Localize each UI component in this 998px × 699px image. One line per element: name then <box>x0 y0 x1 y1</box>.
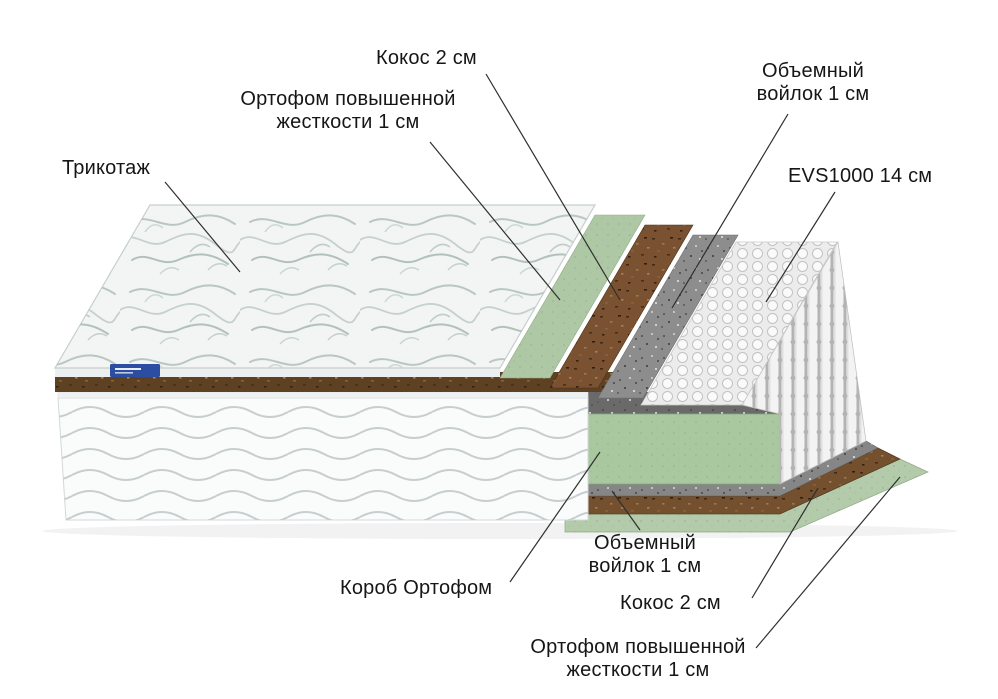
leader-springs <box>765 191 836 303</box>
layer-foam-box-texture <box>588 414 780 484</box>
layer-orthofoam-top-texture <box>500 215 645 378</box>
quilted-box-texture <box>58 398 588 520</box>
ground-shadow <box>42 523 958 539</box>
label-trikotazh: Трикотаж <box>62 157 151 179</box>
leader-trikotazh <box>164 181 241 273</box>
label-felt-bottom: Объемный войлок 1 см <box>588 532 702 577</box>
box-piping <box>57 391 589 399</box>
layer-felt-bottom-texture <box>588 441 878 496</box>
layer-coconut-top-texture <box>550 225 693 388</box>
leader-felt-bottom <box>611 490 641 531</box>
label-orthofoam-bottom: Ортофом повышенной жесткости 1 см <box>530 636 746 681</box>
leader-coconut-top <box>485 73 621 301</box>
layer-felt-top-texture <box>598 235 738 398</box>
leader-orthofoam-top <box>429 141 561 301</box>
leader-coconut-bottom <box>751 487 819 599</box>
leader-foam-box <box>509 451 601 583</box>
label-springs: EVS1000 14 см <box>788 165 933 187</box>
layer-orthofoam-bottom-texture <box>565 459 928 532</box>
brand-tag <box>110 364 160 377</box>
leader-orthofoam-bottom <box>755 476 901 649</box>
knit-front-edge <box>55 368 500 377</box>
leader-felt-top <box>671 113 789 309</box>
label-coconut-bottom: Кокос 2 см <box>620 592 721 614</box>
layer-knit-texture <box>55 205 595 368</box>
leader-lines <box>164 73 901 649</box>
label-coconut-top: Кокос 2 см <box>376 47 477 69</box>
label-felt-top: Объемный войлок 1 см <box>756 60 870 105</box>
label-foam-box: Короб Ортофом <box>340 577 493 599</box>
layer-coconut-bottom-texture <box>588 448 900 514</box>
layer-springs-top-texture <box>640 241 838 406</box>
label-orthofoam-top: Ортофом повышенной жесткости 1 см <box>240 88 456 133</box>
layer-springs-side-texture <box>741 240 867 485</box>
